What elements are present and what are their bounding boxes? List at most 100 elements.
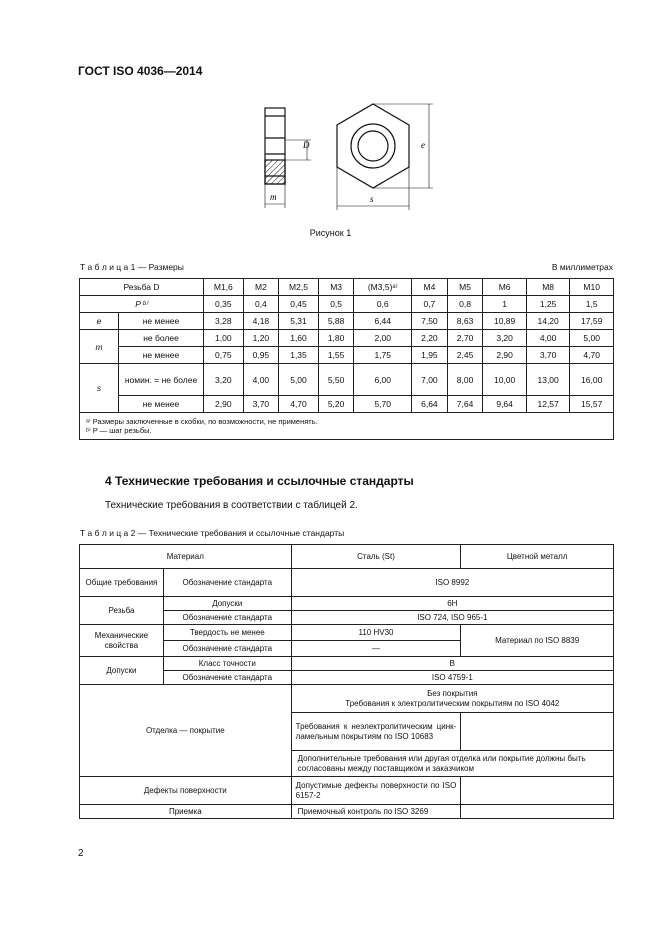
finish-line-1: Без покрытия Требования к электролитичес…	[290, 684, 615, 713]
label-cell: Обозначение стандарта	[162, 640, 292, 657]
table1-units: В миллиметрах	[551, 262, 613, 272]
condition-cell: не менее	[118, 346, 204, 364]
table-row: Резьба Допуски 6H	[79, 596, 615, 625]
value-cell: Материал по ISO 8839	[460, 624, 614, 657]
table-cell: 0,4	[242, 295, 280, 313]
table-cell: 14,20	[525, 312, 571, 330]
group-cell: Допуски	[79, 656, 164, 685]
table-row: Обозначение стандарта ISO 724, ISO 965-1	[80, 610, 615, 625]
table-row: P ᵇ⁾ 0,35 0,4 0,45 0,5 0,6 0,7 0,8 1 1,2…	[79, 295, 614, 313]
size-header: (M3,5)ᵃ⁾	[353, 278, 413, 296]
size-header: M2	[242, 278, 280, 296]
table-cell: 0,95	[242, 346, 280, 364]
table-cell: 5,50	[317, 363, 355, 396]
table-cell: 3,70	[242, 395, 280, 413]
table-cell: 1,25	[525, 295, 571, 313]
table-row: Дефекты поверхности Допустимые дефекты п…	[79, 776, 614, 805]
table-cell: 17,59	[569, 312, 614, 330]
table-cell: 2,45	[446, 346, 484, 364]
table-cell: 2,90	[482, 346, 527, 364]
group-cell: Общие требования	[79, 568, 164, 597]
section-title: 4 Технические требования и ссылочные ста…	[105, 474, 414, 488]
table-row: Материал Сталь (St) Цветной металл	[79, 544, 614, 569]
table-cell: 5,00	[278, 363, 319, 396]
label-cell: Обозначение стандарта	[162, 670, 292, 685]
table-row: ᵃ⁾ Размеры заключенные в скобки, по возм…	[79, 412, 614, 440]
table-cell: 3,70	[525, 346, 571, 364]
table-cell: 5,20	[317, 395, 355, 413]
table-cell: 1,80	[317, 329, 355, 347]
pitch-label: P ᵇ⁾	[79, 295, 204, 313]
label-s: s	[370, 194, 374, 204]
value-cell: 110 HV30	[290, 624, 462, 641]
table-row: Требования к неэлектролити­ческим цинк-л…	[80, 712, 614, 751]
group-cell: Приемка	[79, 804, 292, 819]
table-cell: 4,70	[569, 346, 614, 364]
table-cell: 8,63	[446, 312, 484, 330]
table-cell: 1,75	[353, 346, 413, 364]
finish-text: Без покрытия	[427, 688, 478, 698]
table1-notes: ᵃ⁾ Размеры заключенные в скобки, по возм…	[79, 412, 614, 440]
table-cell: 7,64	[446, 395, 484, 413]
table-cell: 5,70	[353, 395, 413, 413]
group-cell: Резьба	[79, 596, 164, 625]
table-row: Резьба D M1,6 M2 M2,5 M3 (M3,5)ᵃ⁾ M4 M5 …	[79, 278, 614, 296]
size-header: M3	[317, 278, 355, 296]
table-row: s номин. = не более 3,20 4,00 5,00 5,50 …	[79, 363, 614, 413]
size-header: M6	[482, 278, 527, 296]
table-cell: 4,70	[278, 395, 319, 413]
table-cell: 1,55	[317, 346, 355, 364]
condition-cell: не менее	[118, 312, 204, 330]
label-D: D	[302, 140, 310, 150]
table-row: не менее 2,90 3,70 4,70 5,20 5,70 6,64 7…	[80, 395, 614, 413]
group-cell: Механические свойства	[79, 624, 164, 657]
table-row: Механические свойства Твердость не менее…	[79, 624, 614, 657]
document-header: ГОСТ ISO 4036—2014	[78, 64, 203, 78]
table-row: Общие требования Обозначение стандарта I…	[79, 568, 615, 597]
table-cell: 0,35	[203, 295, 244, 313]
empty-cell	[460, 712, 614, 751]
footnote: ᵃ⁾ Размеры заключенные в скобки, по возм…	[86, 417, 318, 426]
value-cell: ISO 724, ISO 965-1	[290, 610, 615, 625]
value-cell: ISO 8992	[290, 568, 615, 597]
table-row: m не более 1,00 1,20 1,60 1,80 2,00 2,20…	[79, 329, 614, 364]
table-cell: 5,00	[569, 329, 614, 347]
size-header: M10	[569, 278, 614, 296]
table-cell: 1	[482, 295, 527, 313]
label-cell: Обозначение стандарта	[162, 568, 292, 597]
group-cell: Отделка — покрытие	[79, 684, 292, 777]
table-row: Отделка — покрытие Без покрытия Требован…	[79, 684, 615, 777]
table-cell: 0,45	[278, 295, 319, 313]
size-header: M5	[446, 278, 484, 296]
section-paragraph: Технические требования в соответствии с …	[105, 500, 358, 511]
value-cell: Приемочный контроль по ISO 3269	[290, 804, 462, 819]
finish-text: Требования к электролитическим покрытиям…	[345, 698, 560, 708]
table-cell: 7,00	[411, 363, 448, 396]
nonferrous-header: Цветной металл	[460, 544, 614, 569]
dimensions-table: Резьба D M1,6 M2 M2,5 M3 (M3,5)ᵃ⁾ M4 M5 …	[79, 278, 614, 440]
nut-drawing: D m e s	[264, 103, 433, 210]
size-header: M4	[411, 278, 448, 296]
label-m: m	[270, 192, 277, 202]
table-cell: 6,64	[411, 395, 448, 413]
value-cell: Допустимые дефекты поверх­ности по ISO 6…	[290, 776, 462, 805]
table-cell: 15,57	[569, 395, 614, 413]
footnote: ᵇ⁾ P — шаг резьбы.	[86, 426, 152, 435]
table-cell: 5,88	[317, 312, 355, 330]
table-cell: 1,00	[203, 329, 244, 347]
value-cell: 6H	[290, 596, 615, 611]
value-cell: ISO 4759-1	[290, 670, 615, 685]
label-cell: Класс точности	[162, 656, 292, 671]
table-cell: 12,57	[525, 395, 571, 413]
table-cell: 2,00	[353, 329, 413, 347]
table-row: не менее 0,75 0,95 1,35 1,55 1,75 1,95 2…	[80, 346, 614, 364]
finish-line-2: Требования к неэлектролити­ческим цинк-л…	[290, 712, 462, 751]
table-cell: 4,00	[525, 329, 571, 347]
table-cell: 1,5	[569, 295, 614, 313]
table-cell: 2,20	[411, 329, 448, 347]
table-cell: 1,35	[278, 346, 319, 364]
empty-cell	[460, 804, 614, 819]
table-cell: 1,60	[278, 329, 319, 347]
table-cell: 3,20	[203, 363, 244, 396]
table-row: Дополнительные требования или другая отд…	[80, 750, 615, 777]
